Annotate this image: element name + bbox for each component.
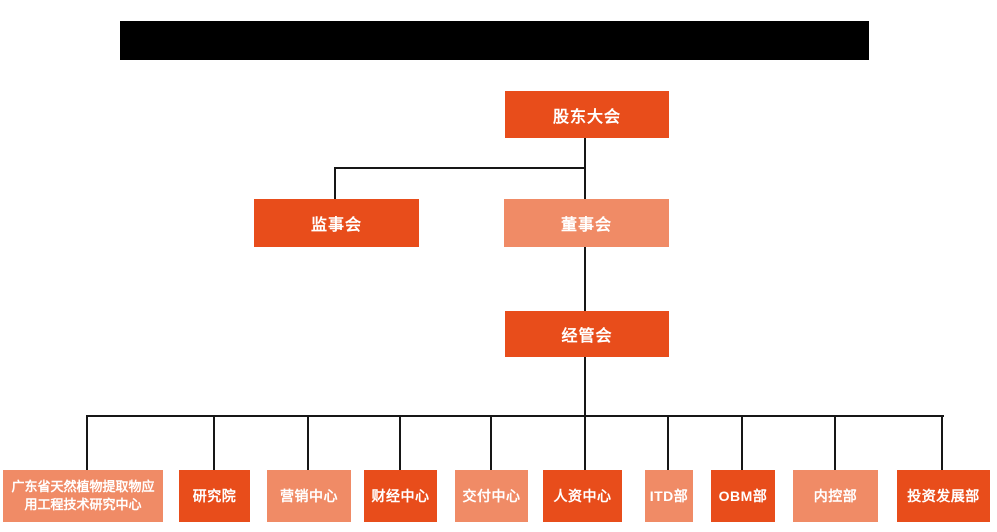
org-node-label: 营销中心 <box>280 488 338 504</box>
connector-branch-horizontal <box>334 167 586 169</box>
org-node-hr-center: 人资中心 <box>543 470 622 522</box>
org-node-label: 经管会 <box>561 328 613 345</box>
org-node-label: 投资发展部 <box>907 488 980 504</box>
connector-drop-supervisory <box>334 167 336 199</box>
org-node-research-center: 广东省天然植物提取物应用工程技术研究中心 <box>3 470 163 522</box>
org-node-itd-dept: ITD部 <box>645 470 693 522</box>
connector-drop-dept-7 <box>667 415 669 470</box>
connector-drop-dept-3 <box>307 415 309 470</box>
connector-drop-dept-8 <box>741 415 743 470</box>
org-node-label: 股东大会 <box>552 108 621 126</box>
connector-board-to-mgmt <box>584 247 586 311</box>
redacted-title-bar <box>120 21 869 60</box>
org-node-supervisory-board: 监事会 <box>254 199 419 247</box>
org-node-label: 研究院 <box>192 488 237 504</box>
org-node-label: 交付中心 <box>462 488 521 504</box>
connector-drop-dept-5 <box>490 415 492 470</box>
org-node-research-institute: 研究院 <box>179 470 250 522</box>
org-node-board-of-directors: 董事会 <box>504 199 669 247</box>
org-node-label: 监事会 <box>310 217 362 234</box>
connector-trunk-root <box>584 138 586 200</box>
connector-dept-horizontal <box>87 415 944 417</box>
org-node-obm-dept: OBM部 <box>711 470 775 522</box>
connector-drop-dept-1 <box>86 415 88 470</box>
org-node-marketing-center: 营销中心 <box>267 470 351 522</box>
org-node-label: 广东省天然植物提取物应用工程技术研究中心 <box>11 479 155 512</box>
org-node-label: 财经中心 <box>371 488 430 504</box>
org-node-internal-control-dept: 内控部 <box>793 470 878 522</box>
org-node-label: OBM部 <box>718 488 768 504</box>
org-node-label: 人资中心 <box>553 488 612 504</box>
connector-drop-dept-2 <box>213 415 215 470</box>
org-node-label: 董事会 <box>560 217 612 234</box>
org-node-management-committee: 经管会 <box>505 311 669 357</box>
connector-drop-dept-4 <box>399 415 401 470</box>
org-node-label: ITD部 <box>649 488 689 504</box>
org-node-finance-center: 财经中心 <box>364 470 437 522</box>
connector-drop-dept-9 <box>834 415 836 470</box>
org-node-label: 内控部 <box>813 488 858 504</box>
org-node-delivery-center: 交付中心 <box>455 470 528 522</box>
connector-mgmt-trunk <box>584 357 586 470</box>
connector-drop-dept-10 <box>941 415 943 470</box>
org-node-shareholders-meeting: 股东大会 <box>505 91 669 138</box>
org-node-investment-development-dept: 投资发展部 <box>897 470 990 522</box>
